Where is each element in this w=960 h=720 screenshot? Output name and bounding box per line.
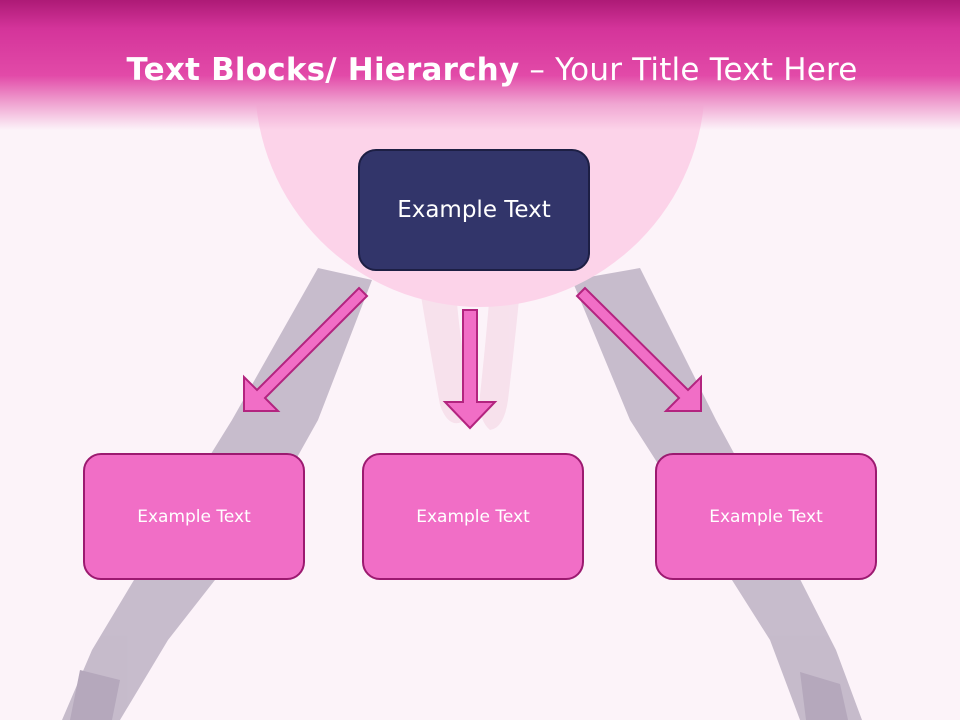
arrow-left xyxy=(243,286,369,412)
slide-title: Text Blocks/ Hierarchy – Your Title Text… xyxy=(0,52,960,88)
child-text-block-right[interactable]: Example Text xyxy=(655,453,877,580)
child-text-label-center: Example Text xyxy=(416,506,530,527)
title-bold-text: Text Blocks/ Hierarchy xyxy=(126,52,520,88)
child-text-label-left: Example Text xyxy=(137,506,251,527)
child-text-block-center[interactable]: Example Text xyxy=(362,453,584,580)
root-text-block[interactable]: Example Text xyxy=(358,149,590,271)
child-text-block-left[interactable]: Example Text xyxy=(83,453,305,580)
hands-illustration xyxy=(420,290,520,430)
child-text-label-right: Example Text xyxy=(709,506,823,527)
arrow-center xyxy=(442,309,498,430)
title-bar xyxy=(0,0,960,130)
arrow-right xyxy=(575,286,702,412)
title-regular-text: – Your Title Text Here xyxy=(519,52,858,88)
root-text-label: Example Text xyxy=(397,197,551,223)
